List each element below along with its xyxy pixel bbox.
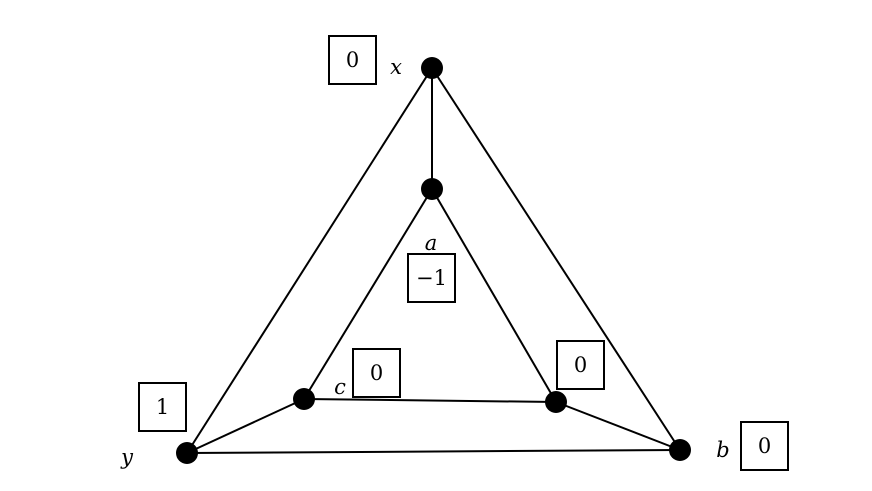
edge-x-b xyxy=(431,67,681,451)
value-box-b xyxy=(740,421,789,471)
value-box-y xyxy=(138,382,187,432)
value-text-a: −1 xyxy=(416,266,447,290)
value-text-y: 1 xyxy=(156,395,169,419)
edge-a-c xyxy=(303,188,433,400)
node-b xyxy=(669,439,691,461)
node-x xyxy=(421,57,443,79)
nodes-group xyxy=(176,57,691,464)
edge-c-d xyxy=(303,398,557,403)
node-y xyxy=(176,442,198,464)
value-box-x xyxy=(328,35,377,85)
value-text-c: 0 xyxy=(370,361,383,385)
edge-c-y xyxy=(186,398,305,454)
value-text-x: 0 xyxy=(346,48,359,72)
value-text-d: 0 xyxy=(574,353,587,377)
node-d xyxy=(545,391,567,413)
edge-a-d xyxy=(431,188,557,403)
edge-x-y xyxy=(186,67,433,454)
node-a xyxy=(421,178,443,200)
edge-y-b xyxy=(186,449,681,454)
value-box-d xyxy=(556,340,605,390)
node-label-a: a xyxy=(425,231,438,255)
value-text-b: 0 xyxy=(758,434,771,458)
value-box-a xyxy=(407,253,456,303)
node-c xyxy=(293,388,315,410)
node-label-b: b xyxy=(716,438,729,462)
value-box-c xyxy=(352,348,401,398)
node-label-x: x xyxy=(390,55,402,79)
edge-d-b xyxy=(555,401,681,451)
edges-group xyxy=(186,67,681,454)
node-label-y: y xyxy=(120,445,134,469)
node-label-c: c xyxy=(334,375,346,399)
